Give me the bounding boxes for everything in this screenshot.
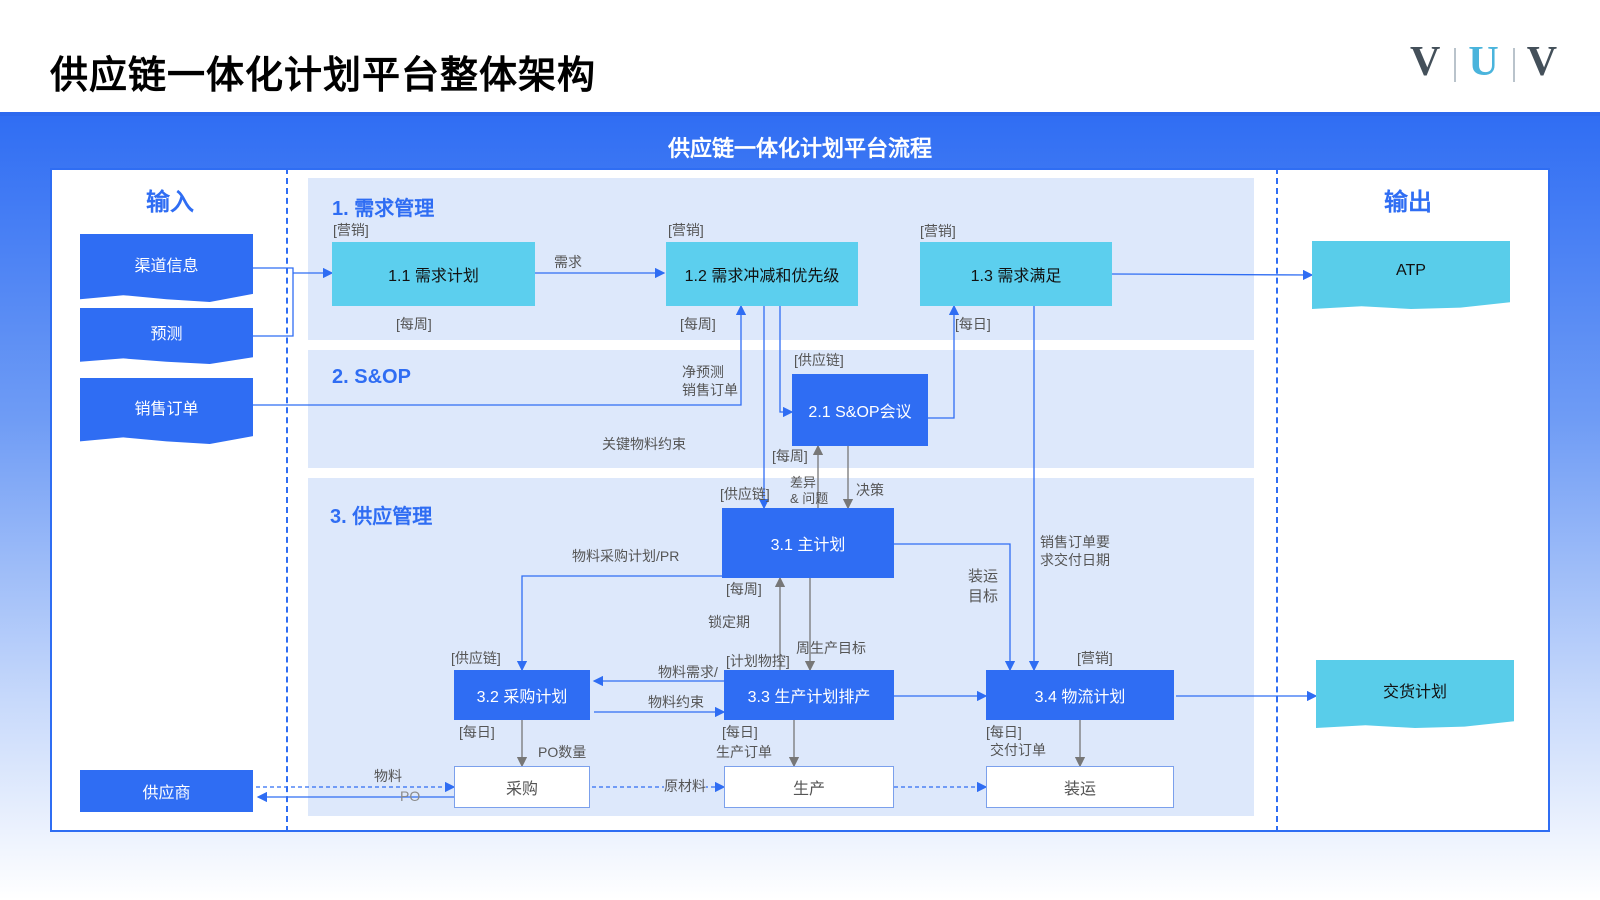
edge-label-raw-material: 原材料 — [664, 778, 706, 795]
node-3-3-production-scheduling: 3.3 生产计划排产 — [724, 670, 894, 720]
node-1-3-demand-fulfil: 1.3 需求满足 — [920, 242, 1112, 306]
edge-label-sales-order: 销售订单 — [682, 382, 738, 398]
section-title-sop: 2. S&OP — [332, 366, 411, 388]
edge-label-ship-target-2: 目标 — [968, 588, 999, 605]
freq-1-1: [每周] — [396, 316, 432, 332]
exec-procurement: 采购 — [454, 766, 590, 808]
output-delivery-plan: 交货计划 — [1316, 660, 1514, 728]
input-sales-order: 销售订单 — [80, 378, 253, 444]
edge-label-decision: 决策 — [856, 482, 884, 498]
flow-title: 供应链一体化计划平台流程 — [667, 136, 932, 161]
node-1-1-demand-plan: 1.1 需求计划 — [332, 242, 535, 306]
node-1-2-demand-netting: 1.2 需求冲减和优先级 — [666, 242, 858, 306]
input-title: 输入 — [146, 189, 194, 216]
freq-1-2: [每周] — [680, 316, 716, 332]
edge-label-material-pr: 物料采购计划/PR — [572, 548, 680, 564]
input-channel-info: 渠道信息 — [80, 234, 253, 302]
edge-label-lock-period: 锁定期 — [708, 614, 750, 630]
edge-label-net-forecast: 净预测 — [682, 364, 724, 380]
edge-label-issue: & 问题 — [790, 491, 829, 506]
edge-label-po-qty: PO数量 — [538, 744, 587, 760]
section-sop — [308, 350, 1254, 468]
edge-label-material-constraint: 物料约束 — [648, 694, 704, 710]
edge-label-material: 物料 — [374, 768, 402, 784]
edge-label-diff: 差异 — [790, 475, 817, 490]
freq-3-2: [每日] — [459, 724, 495, 740]
owner-1-2: [营销] — [668, 222, 704, 238]
edge-label-production-order: 生产订单 — [716, 744, 772, 760]
freq-2-1: [每周] — [772, 448, 808, 464]
output-divider — [1276, 168, 1278, 832]
edge-label-so-date-2: 求交付日期 — [1040, 552, 1110, 568]
edge-label-key-material: 关键物料约束 — [602, 436, 686, 452]
owner-1-3: [营销] — [920, 223, 956, 239]
freq-3-4: [每日] — [986, 724, 1022, 740]
logo-letter-v1: V — [1410, 39, 1443, 85]
output-title: 输出 — [1384, 189, 1432, 216]
freq-1-3: [每日] — [955, 316, 991, 332]
owner-2-1: [供应链] — [794, 352, 844, 368]
input-divider — [286, 168, 288, 832]
owner-3-2: [供应链] — [451, 650, 501, 666]
freq-3-3: [每日] — [722, 724, 758, 740]
logo-letter-u: U — [1468, 39, 1501, 85]
owner-1-1: [营销] — [333, 222, 369, 238]
section-title-demand: 1. 需求管理 — [332, 198, 435, 220]
edge-label-so-date-1: 销售订单要 — [1040, 534, 1110, 550]
owner-3-3: [计划物控] — [726, 653, 790, 669]
edge-label-po: PO — [400, 788, 421, 804]
edge-label-weekly-target: 周生产目标 — [796, 640, 866, 656]
owner-3-1: [供应链] — [720, 486, 770, 502]
owner-3-4: [营销] — [1077, 650, 1113, 666]
edge-label-ship-target-1: 装运 — [968, 568, 999, 585]
exec-production: 生产 — [724, 766, 894, 808]
edge-label-delivery-order: 交付订单 — [990, 742, 1046, 758]
node-2-1-sop-meeting: 2.1 S&OP会议 — [792, 374, 928, 446]
header-divider — [0, 112, 1600, 116]
node-3-1-master-plan: 3.1 主计划 — [722, 508, 894, 578]
exec-shipping: 装运 — [986, 766, 1174, 808]
output-atp: ATP — [1312, 241, 1510, 309]
node-3-2-procurement-plan: 3.2 采购计划 — [454, 670, 590, 720]
node-3-4-logistics-plan: 3.4 物流计划 — [986, 670, 1174, 720]
page-title: 供应链一体化计划平台整体架构 — [50, 55, 597, 97]
logo-letter-v2: V — [1526, 39, 1560, 85]
edge-label-demand: 需求 — [554, 254, 582, 270]
input-forecast: 预测 — [80, 308, 253, 364]
freq-3-1: [每周] — [726, 581, 762, 597]
section-title-supply: 3. 供应管理 — [330, 506, 433, 528]
edge-label-material-need: 物料需求/ — [658, 664, 718, 680]
input-supplier: 供应商 — [80, 770, 253, 812]
